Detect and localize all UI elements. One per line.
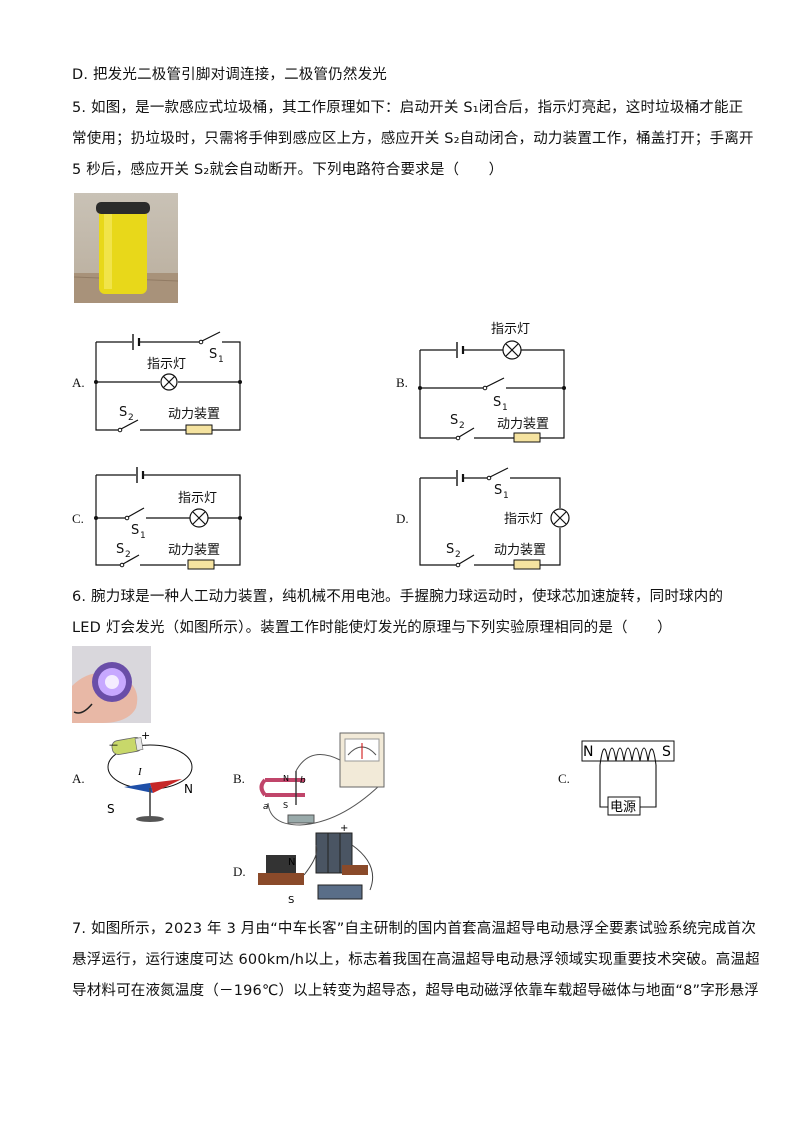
svg-text:指示灯: 指示灯 xyxy=(178,491,217,506)
svg-text:指示灯: 指示灯 xyxy=(504,512,543,527)
svg-text:动力装置: 动力装置 xyxy=(168,407,220,422)
svg-text:+: + xyxy=(340,823,348,834)
svg-text:N: N xyxy=(283,774,289,783)
q6-label-c: C. xyxy=(558,771,570,786)
svg-text:S: S xyxy=(662,744,671,760)
svg-text:S: S xyxy=(107,802,115,816)
q5-label-c: C. xyxy=(72,511,84,526)
svg-text:I: I xyxy=(137,766,143,778)
q7-stem-line3: 导材料可在液氮温度（－196℃）以上转变为超导态，超导电动磁浮依靠车载超导磁体与… xyxy=(72,983,760,999)
svg-text:1: 1 xyxy=(502,403,508,413)
svg-text:1: 1 xyxy=(140,531,146,541)
svg-text:S: S xyxy=(493,395,501,410)
svg-text:S: S xyxy=(288,895,294,905)
trash-can-photo xyxy=(74,193,178,303)
svg-text:S: S xyxy=(283,801,288,810)
svg-text:b: b xyxy=(300,776,306,786)
svg-text:指示灯: 指示灯 xyxy=(491,322,530,337)
diagram-d-motor: N S + xyxy=(258,823,374,905)
q6-stem-line1: 6. 腕力球是一种人工动力装置，纯机械不用电池。手握腕力球运动时，使球芯加速旋转… xyxy=(72,589,724,605)
q6-label-d: D. xyxy=(233,864,246,879)
q6-stem-line2: LED 灯会发光（如图所示）。装置工作时能使灯发光的原理与下列实验原理相同的是（… xyxy=(72,620,672,636)
q5-stem-line3: 5 秒后，感应开关 S₂就会自动断开。下列电路符合要求是（ ） xyxy=(72,162,504,178)
svg-text:S: S xyxy=(209,347,217,362)
svg-text:2: 2 xyxy=(128,413,134,423)
svg-text:指示灯: 指示灯 xyxy=(147,357,186,372)
q6-label-b: B. xyxy=(233,771,245,786)
svg-text:2: 2 xyxy=(455,550,461,560)
svg-text:2: 2 xyxy=(125,550,131,560)
svg-text:1: 1 xyxy=(503,491,509,501)
q7-stem-line1: 7. 如图所示，2023 年 3 月由“中车长客”自主研制的国内首套高温超导电动… xyxy=(72,921,757,937)
svg-text:N: N xyxy=(288,857,295,868)
q5-stem-line2: 常使用；扔垃圾时，只需将手伸到感应区上方，感应开关 S₂自动闭合，动力装置工作，… xyxy=(72,131,754,147)
svg-text:－: － xyxy=(108,739,119,752)
svg-text:+: + xyxy=(141,729,150,742)
wrist-ball-photo xyxy=(72,646,151,723)
svg-text:N: N xyxy=(184,782,193,796)
q5-stem-line1: 5. 如图，是一款感应式垃圾桶，其工作原理如下：启动开关 S₁闭合后，指示灯亮起… xyxy=(72,100,744,116)
svg-text:2: 2 xyxy=(459,421,465,431)
q4-option-d: D. 把发光二极管引脚对调连接，二极管仍然发光 xyxy=(72,67,387,83)
svg-text:S: S xyxy=(131,523,139,538)
svg-text:动力装置: 动力装置 xyxy=(168,543,220,558)
diagram-c-solenoid: N S 电源 xyxy=(581,740,675,816)
svg-text:S: S xyxy=(119,405,127,420)
q6-label-a: A. xyxy=(72,771,85,786)
svg-text:a: a xyxy=(263,802,269,812)
q6-diagrams: － + I S N N S a b N S 电源 xyxy=(107,729,675,905)
diagram-b-induction: N S a b xyxy=(259,732,385,826)
svg-text:动力装置: 动力装置 xyxy=(494,543,546,558)
q5-label-b: B. xyxy=(396,375,408,390)
svg-text:S: S xyxy=(446,542,454,557)
q5-label-a: A. xyxy=(72,375,85,390)
q7-stem-line2: 悬浮运行，运行速度可达 600km/h以上，标志着我国在高温超导电动悬浮领域实现… xyxy=(72,952,760,968)
svg-text:动力装置: 动力装置 xyxy=(497,417,549,432)
diagram-a-oersted: － + I S N xyxy=(107,729,193,822)
svg-text:S: S xyxy=(450,413,458,428)
svg-text:S: S xyxy=(494,483,502,498)
svg-text:1: 1 xyxy=(218,355,224,365)
svg-text:N: N xyxy=(583,744,593,760)
svg-text:S: S xyxy=(116,542,124,557)
q5-label-d: D. xyxy=(396,511,409,526)
svg-text:电源: 电源 xyxy=(610,800,636,815)
